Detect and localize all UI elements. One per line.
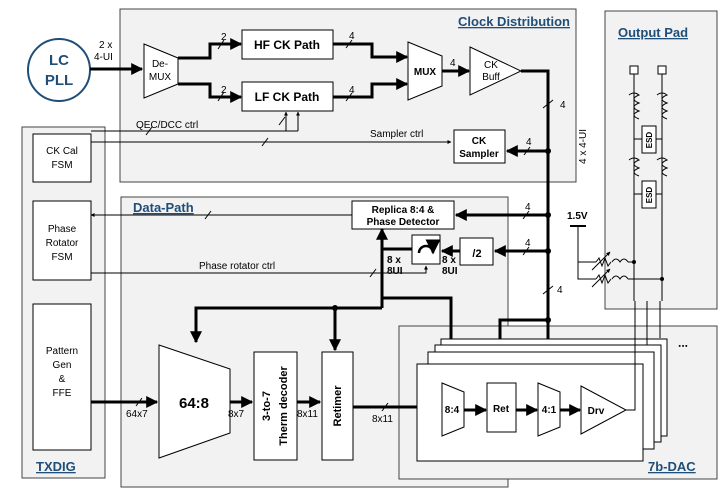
output-pad-title: Output Pad — [618, 25, 688, 40]
ck-buff-label-1: CK — [484, 60, 498, 71]
bus-2-hf: 2 — [221, 32, 227, 43]
pattern-gen-label-4: FFE — [53, 388, 72, 399]
clock-trunk-wire — [521, 69, 550, 300]
retimer: Retimer — [321, 351, 354, 461]
bus-4-dac: 4 — [557, 285, 563, 296]
dac-drv-label: Drv — [588, 406, 605, 417]
dac-mux-8-4-label: 8:4 — [445, 405, 460, 416]
phase-rotator-fsm-label-1: Phase — [48, 224, 77, 235]
divide-by-2-label: /2 — [472, 248, 481, 260]
ck-sampler: CK Sampler — [453, 129, 506, 164]
dac-mux-8-4: 8:4 — [441, 382, 465, 437]
mux-64-8: 64:8 — [158, 344, 231, 459]
bus-4-trunk: 4 — [560, 100, 566, 111]
phase-rotator-fsm: Phase Rotator FSM — [32, 200, 92, 281]
dac-driver: Drv — [580, 385, 628, 435]
phase-rotator-fsm-label-3: FSM — [51, 252, 72, 263]
pattern-gen-label-2: Gen — [53, 360, 72, 371]
bus-4-hf: 4 — [349, 31, 355, 42]
clock-mux: MUX — [407, 41, 443, 101]
esd-label-2: ESD — [645, 187, 654, 204]
phase-rotator-fsm-label-2: Rotator — [46, 238, 79, 249]
divide-by-2: /2 — [459, 237, 494, 266]
therm-label-2: Therm decoder — [278, 366, 290, 446]
lf-ck-path-label: LF CK Path — [255, 90, 320, 104]
retimer-label: Retimer — [332, 385, 344, 427]
bus-8x11-a: 8x11 — [297, 409, 318, 420]
dac-more-dots: ∙∙∙ — [678, 339, 688, 353]
lf-ck-path: LF CK Path — [241, 81, 334, 112]
bus-8-rot: 8 x — [387, 255, 401, 266]
dac-ret-label: Ret — [493, 404, 510, 415]
bus-8ui-div: 8UI — [442, 266, 458, 277]
hf-ck-path: HF CK Path — [241, 29, 334, 60]
demux-lf-wire — [178, 82, 243, 103]
dac-mux-4-1-label: 4:1 — [542, 405, 557, 416]
ck-cal-fsm-label-1: CK Cal — [46, 146, 78, 157]
bus-4-mux: 4 — [450, 58, 456, 69]
pll-out-label-2: 4-UI — [94, 52, 113, 63]
bus-64x7: 64x7 — [126, 409, 148, 420]
pattern-gen-ffe: Pattern Gen & FFE — [32, 303, 92, 451]
clock-mux-label: MUX — [414, 67, 437, 78]
sampler-ctrl-label: Sampler ctrl — [370, 129, 423, 140]
phase-rotator-ctrl-wire — [91, 265, 428, 274]
data-path-title: Data-Path — [133, 200, 194, 215]
replica-label-2: Phase Detector — [367, 217, 440, 228]
hf-mux-wire — [333, 42, 409, 63]
bus-2-lf: 2 — [221, 85, 227, 96]
esd-label-1: ESD — [645, 132, 654, 149]
dac-title: 7b-DAC — [648, 459, 696, 474]
txdig-title: TXDIG — [36, 459, 76, 474]
ck-cal-fsm-label-2: FSM — [51, 160, 72, 171]
ck-cal-fsm: CK Cal FSM — [32, 133, 92, 183]
bus-4x4ui: 4 x 4-UI — [578, 129, 589, 164]
output-pad-network: ESD ESD 1.5V — [567, 65, 669, 301]
bus-8x7: 8x7 — [228, 409, 245, 420]
ck-sampler-label-1: CK — [472, 136, 487, 147]
pattern-gen-label-3: & — [59, 374, 66, 385]
bus-8ui-rot: 8UI — [387, 266, 403, 277]
lc-pll: LC PLL — [27, 38, 91, 102]
supply-label: 1.5V — [567, 211, 588, 222]
qec-dcc-label: QEC/DCC ctrl — [136, 120, 198, 131]
therm-label-1: 3-to-7 — [261, 391, 273, 421]
demux-label-1: De- — [152, 59, 168, 70]
bus-4-div: 4 — [525, 238, 531, 249]
replica-phase-detector: Replica 8:4 & Phase Detector — [351, 200, 455, 230]
clk-to-64-8-wire — [190, 306, 382, 344]
demux-label-2: MUX — [149, 72, 172, 83]
dac-mux-4-1: 4:1 — [537, 382, 561, 437]
dac-retimer: Ret — [486, 382, 517, 433]
ck-buff: CK Buff — [469, 46, 523, 96]
bus-4-replica: 4 — [525, 202, 531, 213]
lc-pll-label-1: LC — [49, 52, 69, 69]
pll-out-label-1: 2 x — [99, 40, 112, 51]
replica-label-1: Replica 8:4 & — [372, 205, 435, 216]
bus-8x11-b: 8x11 — [372, 414, 393, 425]
ck-buff-label-2: Buff — [482, 72, 500, 83]
drv-out-wire — [626, 301, 636, 411]
lc-pll-label-2: PLL — [45, 72, 73, 89]
phase-rotator — [411, 234, 441, 265]
therm-decoder: 3-to-7 Therm decoder — [253, 351, 298, 461]
lf-mux-wire — [333, 78, 409, 99]
phase-rotator-ctrl-label: Phase rotator ctrl — [199, 261, 275, 272]
output-pad-frame — [604, 10, 718, 310]
demux-hf-wire — [178, 38, 243, 60]
pattern-gen-label-1: Pattern — [46, 346, 78, 357]
bus-4-lf: 4 — [349, 85, 355, 96]
clock-distribution-title: Clock Distribution — [458, 14, 570, 29]
ck-sampler-label-2: Sampler — [459, 149, 499, 160]
bus-8-div: 8 x — [442, 255, 456, 266]
bus-4-sampler: 4 — [526, 137, 532, 148]
mux-64-8-label: 64:8 — [179, 395, 209, 412]
hf-ck-path-label: HF CK Path — [254, 38, 320, 52]
